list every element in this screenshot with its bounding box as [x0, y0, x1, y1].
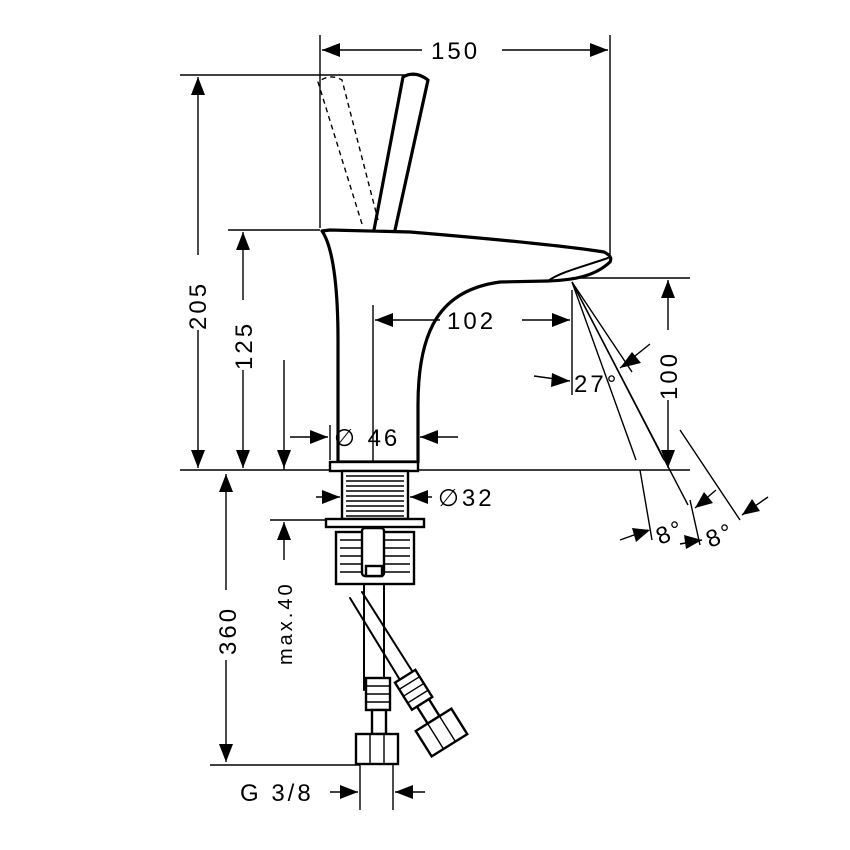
- dim-tilt-angle-1: 8°: [652, 515, 689, 551]
- dimension-labels: 150 205 125 102 100 27° ∅ 46 ∅32 360 max…: [185, 38, 739, 807]
- mounting-shank: [324, 469, 426, 586]
- dim-height-spout: 125: [231, 321, 258, 370]
- dim-depth-below: 360: [215, 606, 242, 655]
- dim-tilt-angle-2: 8°: [702, 518, 739, 554]
- dim-height-overall: 205: [185, 281, 212, 330]
- dimension-lines: [191, 43, 769, 799]
- dim-max-thickness: max.40: [275, 581, 297, 665]
- dim-jet-height: 100: [656, 351, 683, 400]
- dim-jet-angle: 27°: [574, 371, 619, 398]
- dim-diameter-shank: ∅32: [438, 485, 495, 512]
- faucet-body: [317, 72, 613, 473]
- dim-spout-reach: 102: [447, 308, 496, 335]
- dim-width-overall: 150: [431, 38, 480, 65]
- extension-lines: [180, 35, 690, 810]
- water-jet-lines: [571, 281, 741, 546]
- dim-thread: G 3/8: [240, 780, 314, 807]
- dim-diameter-base: ∅ 46: [334, 425, 400, 452]
- supply-hoses: [349, 583, 469, 766]
